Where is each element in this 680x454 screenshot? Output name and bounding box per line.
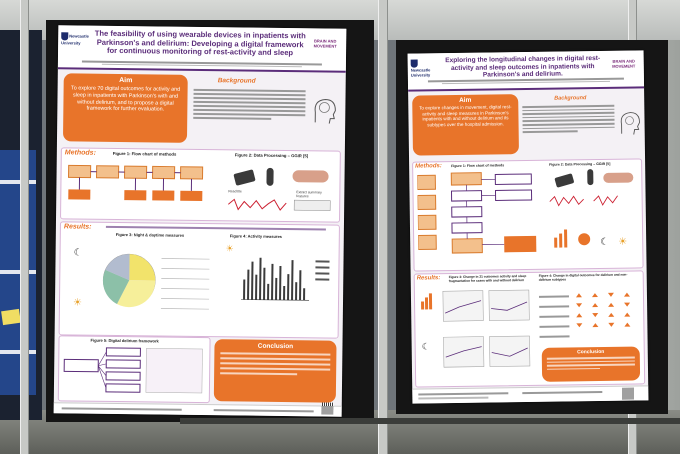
fig3-caption: Figure 3: Change in 21 outcomes activity… <box>448 274 527 284</box>
conclusion-box: Conclusion <box>213 339 337 403</box>
fig1-caption: Figure 1: Flow chart of methods <box>451 163 505 169</box>
floor-rail <box>180 418 680 424</box>
subtype-change-table <box>538 292 631 338</box>
wristband-icon <box>266 167 274 186</box>
university-logo: Newcastle University <box>61 32 89 46</box>
conclusion-box: Conclusion <box>541 346 641 382</box>
poster-feasibility: Newcastle University BRAIN AND MOVEMENT … <box>53 25 347 417</box>
fig4-caption: Figure 4: Activity measures <box>229 233 282 240</box>
methods-flowchart <box>68 164 204 202</box>
sticky-note <box>1 308 21 326</box>
poster-longitudinal: Newcastle University BRAIN AND MOVEMENT … <box>407 50 649 404</box>
processing-diagram: ☾ ☀ <box>549 195 627 248</box>
qr-code <box>321 402 334 415</box>
svg-text:☀: ☀ <box>226 243 234 253</box>
stand-pole <box>20 0 29 454</box>
poster-title: The feasibility of using wearable device… <box>94 28 306 58</box>
results-heading: Results: <box>63 223 92 231</box>
fig2-label: Read file <box>228 189 242 194</box>
results-heading: Results: <box>416 275 441 282</box>
background-heading: Background <box>217 77 256 85</box>
svg-text:☀: ☀ <box>73 297 82 308</box>
aim-text: To explore changes in movement, digital … <box>419 104 512 128</box>
digital-framework-diagram <box>63 347 203 394</box>
poster-header: Newcastle University BRAIN AND MOVEMENT … <box>407 50 645 92</box>
background-text <box>193 87 306 122</box>
aim-text: To explore 70 digital outcomes for activ… <box>71 85 181 113</box>
methods-heading: Methods: <box>64 149 96 157</box>
fig1-caption: Figure 1: Flow chart of methods <box>112 150 177 157</box>
svg-text:☾: ☾ <box>600 237 609 248</box>
activity-measures-figure: ☀ <box>226 243 330 301</box>
fig2-caption: Figure 2: Data Processing – GGIR [5] <box>234 152 309 159</box>
svg-text:☾: ☾ <box>74 247 83 258</box>
conclusion-heading: Conclusion <box>257 342 294 351</box>
fig3-caption: Figure 3: Night & daytime measures <box>115 231 185 238</box>
wrist-icon <box>292 170 329 183</box>
partner-logo: BRAIN AND MOVEMENT <box>612 58 636 69</box>
fig5-caption: Figure 5: Digital delirium framework <box>90 337 159 344</box>
aim-box: Aim To explore changes in movement, digi… <box>412 94 519 156</box>
wristband-icon <box>587 169 594 186</box>
brain-head-icon <box>314 99 336 124</box>
partner-logo: BRAIN AND MOVEMENT <box>313 38 337 49</box>
qr-code <box>622 387 635 400</box>
signal-waveform <box>228 198 331 211</box>
night-day-measures-figure: ☾ ☀ <box>73 247 210 310</box>
left-partial-poster <box>0 150 36 395</box>
methods-flowchart <box>417 172 537 254</box>
aim-box: Aim To explore 70 digital outcomes for a… <box>62 73 188 143</box>
university-logo: Newcastle University <box>410 59 437 78</box>
stand-pole <box>378 0 388 454</box>
poster-title: Exploring the longitudinal changes in di… <box>445 54 601 79</box>
longitudinal-change-plots: ☾ <box>421 289 531 368</box>
brain-head-icon <box>620 112 641 135</box>
fig2-caption: Figure 2: Data Processing – GGIR [5] <box>549 161 611 167</box>
methods-heading: Methods: <box>415 163 442 170</box>
conclusion-heading: Conclusion <box>577 348 605 356</box>
background-text <box>522 103 615 135</box>
background-heading: Background <box>554 95 587 102</box>
poster-authors <box>62 59 342 68</box>
wrist-icon <box>603 172 634 183</box>
poster-header: Newcastle University BRAIN AND MOVEMENT … <box>57 25 347 73</box>
svg-text:☀: ☀ <box>618 237 627 248</box>
fig4-caption: Figure 4: Change in digital outcomes for… <box>538 272 628 282</box>
svg-text:☾: ☾ <box>422 341 430 351</box>
